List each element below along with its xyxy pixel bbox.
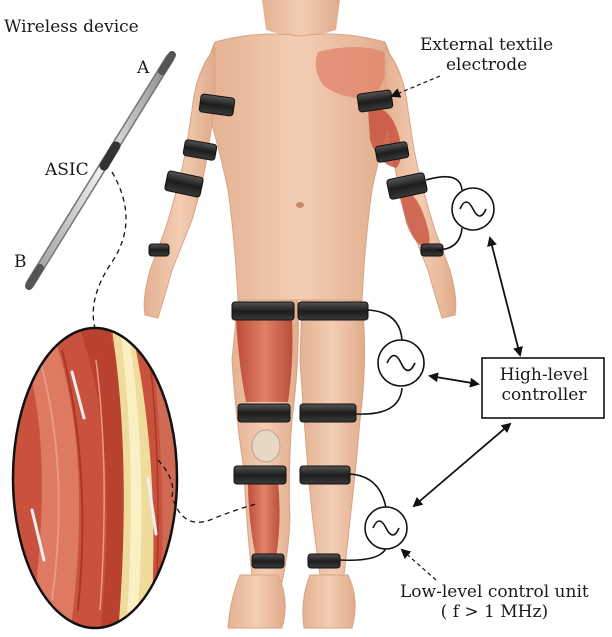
controller-line2: controller bbox=[501, 384, 587, 405]
controller-line1: High-level bbox=[499, 365, 589, 385]
device-end-a bbox=[158, 51, 176, 75]
chest-muscle bbox=[315, 47, 386, 99]
electrode-band bbox=[386, 172, 428, 200]
implanted-device bbox=[146, 476, 158, 536]
electrode-band bbox=[299, 403, 357, 423]
electrode-band bbox=[374, 141, 410, 163]
electrode-band bbox=[251, 553, 285, 569]
device-end-b bbox=[25, 264, 44, 290]
magnified-muscle-oval bbox=[11, 326, 179, 630]
left-foot bbox=[227, 574, 286, 629]
knee bbox=[251, 429, 281, 463]
wireless-device bbox=[25, 51, 176, 290]
shin-signal-source bbox=[339, 473, 408, 562]
right-forearm-muscle bbox=[398, 189, 430, 248]
device-asic bbox=[99, 141, 121, 171]
external-electrode-line2: electrode bbox=[445, 54, 528, 75]
device-body-inner bbox=[27, 55, 173, 287]
controller-label: High-level controller bbox=[486, 365, 602, 405]
electrode-band bbox=[356, 89, 394, 113]
electrode-band bbox=[164, 170, 204, 198]
navel bbox=[296, 202, 304, 208]
electrode-bands bbox=[148, 89, 444, 569]
external-electrode-line1: External textile bbox=[420, 35, 554, 55]
thigh-muscle bbox=[236, 318, 293, 402]
electrode-band bbox=[307, 553, 341, 569]
arm-signal-source bbox=[425, 175, 495, 251]
right-foot bbox=[302, 574, 356, 629]
low-level-line2: ( f > 1 MHz) bbox=[440, 602, 549, 623]
oval-to-shin-dashed-line bbox=[157, 459, 257, 523]
low-level-line1: Low-level control unit bbox=[400, 582, 589, 602]
controller-to-shin-arrow bbox=[412, 422, 512, 508]
electrode-band bbox=[148, 243, 170, 257]
electrode-band bbox=[237, 403, 291, 423]
high-level-controller-box bbox=[481, 357, 605, 419]
shin-muscle bbox=[248, 482, 280, 558]
end-a-label: A bbox=[137, 58, 150, 78]
asic-label: ASIC bbox=[45, 160, 89, 180]
low-level-pointer bbox=[400, 548, 437, 581]
electrode-band bbox=[231, 301, 295, 321]
human-body bbox=[143, 0, 457, 629]
external-electrode-label: External textile electrode bbox=[420, 35, 554, 75]
electrode-band bbox=[198, 93, 236, 117]
controller-to-leg-arrow bbox=[428, 372, 480, 388]
low-level-label: Low-level control unit ( f > 1 MHz) bbox=[400, 582, 589, 623]
electrode-band bbox=[182, 139, 218, 161]
electrode-band bbox=[233, 465, 287, 485]
textile-electrode-pointer bbox=[390, 75, 441, 98]
leg-signal-source bbox=[355, 309, 425, 415]
neck bbox=[262, 0, 340, 36]
implanted-device bbox=[30, 508, 46, 562]
electrode-band bbox=[299, 465, 351, 485]
implanted-device bbox=[70, 370, 86, 420]
end-b-label: B bbox=[14, 252, 27, 272]
control-arrows bbox=[412, 236, 523, 508]
torso bbox=[205, 33, 395, 301]
asic-to-oval-dashed-line bbox=[92, 171, 127, 333]
wireless-device-label: Wireless device bbox=[4, 17, 139, 37]
controller-to-arm-arrow bbox=[487, 236, 523, 357]
electrode-band bbox=[297, 301, 369, 321]
